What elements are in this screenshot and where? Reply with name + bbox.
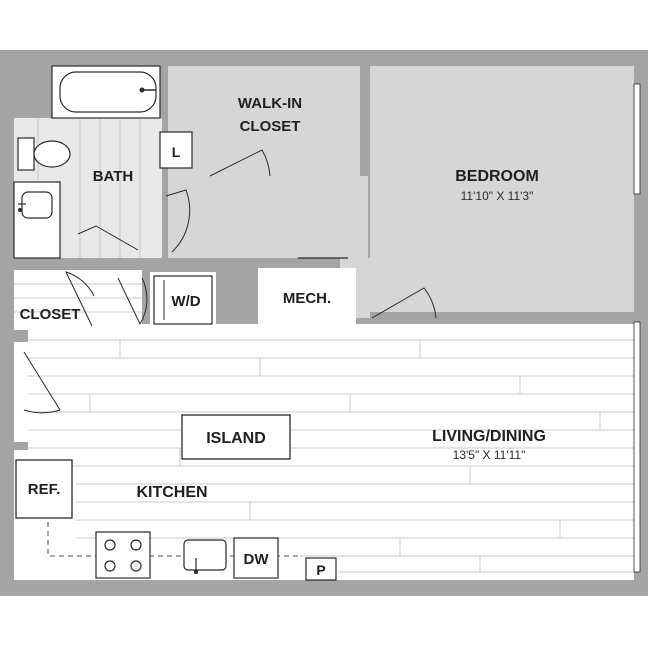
linen-closet: [159, 131, 193, 169]
island-label: ISLAND: [206, 430, 266, 447]
dishwasher-label: DW: [244, 551, 270, 568]
living-dining-dimensions: 13'5" X 11'11": [453, 448, 526, 462]
closet-floor: [14, 270, 142, 330]
doors: [23, 149, 437, 414]
closet-label: CLOSET: [20, 306, 81, 323]
dishwasher: [233, 537, 279, 579]
kitchen-island: [181, 414, 291, 460]
pantry: [305, 557, 337, 581]
bathtub: [51, 65, 161, 119]
bath-vanity: [13, 181, 61, 259]
mech-label: MECH.: [283, 290, 331, 307]
toilet: [17, 137, 71, 171]
walk-in-closet-label-line1: WALK-IN: [238, 95, 302, 112]
bedroom-floor: [370, 66, 634, 312]
walk-in-closet-floor: [168, 66, 360, 176]
refrigerator-label: REF.: [28, 481, 61, 498]
pantry-label: P: [316, 562, 325, 578]
plank-lines: [28, 339, 634, 573]
refrigerator: [15, 459, 73, 519]
bedroom-dimensions: 11'10" X 11'3": [461, 189, 534, 203]
living-dining-label: LIVING/DINING: [432, 428, 546, 445]
mech-floor: [258, 268, 356, 330]
kitchen-sink: [183, 539, 227, 574]
cooktop: [95, 531, 151, 579]
bath-floor: [60, 118, 162, 258]
bath-label: BATH: [93, 168, 134, 185]
washer-dryer-label: W/D: [171, 293, 200, 310]
kitchen-floor: [14, 342, 44, 442]
kitchen-label: KITCHEN: [136, 484, 207, 501]
bedroom-label: BEDROOM: [455, 168, 539, 185]
windows: [633, 83, 641, 573]
linen-label: L: [172, 144, 181, 160]
bath-tile-lines: [37, 118, 141, 258]
hallway-floor: [168, 176, 368, 258]
walk-in-closet-label-line2: CLOSET: [240, 118, 301, 135]
